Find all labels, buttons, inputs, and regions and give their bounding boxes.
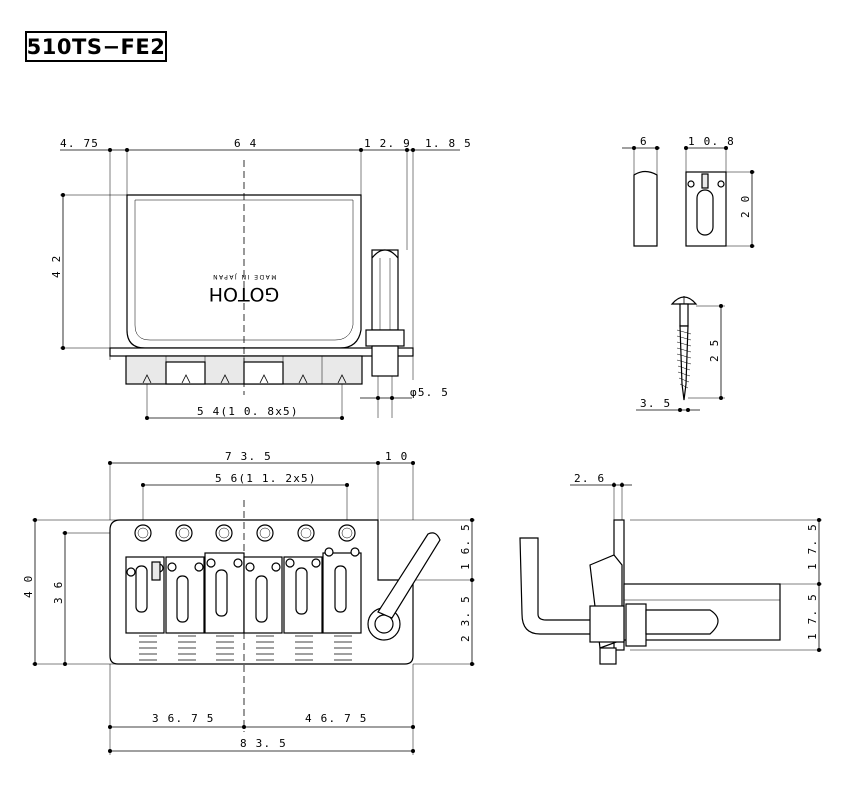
dim-40: 4 0 [22,575,35,598]
model-title: 510TS−FE2 [26,34,166,59]
dim-phi5-5: φ5. 5 [410,386,449,399]
plate-logo: GOTOH [209,283,280,305]
plate-made-in-japan: MADE IN JAPAN [212,273,277,280]
dim-10-8: 1 0. 8 [688,135,735,148]
dim-73-5: 7 3. 5 [225,450,272,463]
dim-64: 6 4 [234,137,257,150]
side-view: 2. 6 1 7. 5 1 7. 5 [519,472,822,665]
dim-17-5-upper: 1 7. 5 [806,523,819,570]
dim-42: 4 2 [50,255,63,278]
dim-56: 5 6(1 1. 2x5) [215,472,317,485]
dim-36-75: 3 6. 7 5 [152,712,215,725]
saddle-detail-view: 6 1 0. 8 2 0 [622,135,755,248]
dim-12-9: 1 2. 9 [364,137,411,150]
dim-46-75: 4 6. 7 5 [305,712,368,725]
dim-1-85: 1. 8 5 [425,137,472,150]
front-view: 4. 75 6 4 1 2. 9 1. 8 5 4 2 [50,137,472,420]
dim-83-5: 8 3. 5 [240,737,287,750]
dim-17-5-lower: 1 7. 5 [806,593,819,640]
dim-20: 2 0 [739,195,752,218]
top-view: 7 3. 5 1 0 5 6(1 1. 2x5) 4 0 3 6 1 6. 5 … [22,450,475,755]
dim-16-5: 1 6. 5 [459,523,472,570]
dim-36: 3 6 [52,581,65,604]
dim-10: 1 0 [385,450,408,463]
dim-2-6: 2. 6 [574,472,605,485]
dim-23-5: 2 3. 5 [459,595,472,642]
dim-3-5: 3. 5 [640,397,671,410]
dim-4-75: 4. 75 [60,137,99,150]
dim-25: 2 5 [708,339,721,362]
dim-54: 5 4(1 0. 8x5) [197,405,299,418]
dim-6: 6 [640,135,648,148]
screw-detail-view: 2 5 3. 5 [636,296,725,412]
model-title-box: 510TS−FE2 [25,31,167,62]
